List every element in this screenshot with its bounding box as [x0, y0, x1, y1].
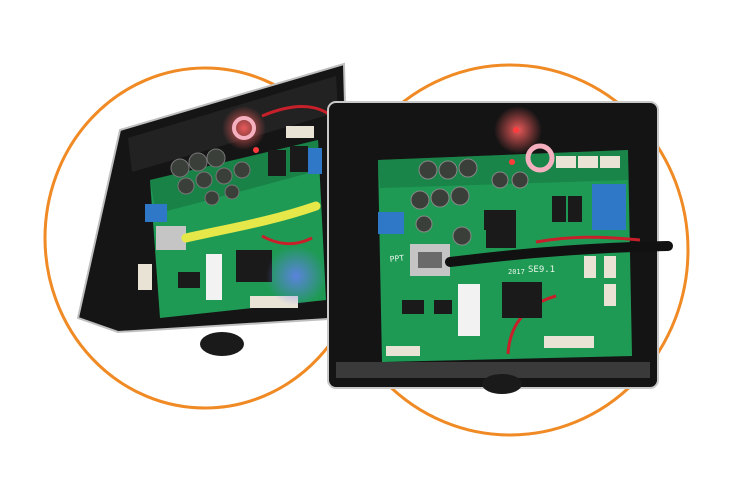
left-main-chip — [236, 250, 272, 282]
right-led-ring — [525, 143, 555, 173]
left-connector-side — [138, 264, 152, 290]
right-board-label: SE9.1 — [528, 265, 555, 275]
right-enclosure: PPT 2017 SE9.1 — [327, 101, 673, 394]
left-connector-top — [286, 126, 314, 138]
left-led-glow — [222, 106, 266, 150]
right-board-logo: PPT — [389, 254, 404, 264]
left-capacitor-group — [170, 148, 251, 206]
left-small-chip — [178, 272, 200, 288]
left-cable-gland — [200, 332, 244, 356]
left-red-led — [253, 147, 259, 153]
right-red-led-board — [509, 159, 515, 165]
right-connector-side-2 — [604, 256, 616, 278]
right-small-chip-2 — [434, 300, 452, 314]
right-relay-1 — [552, 196, 566, 222]
right-connector-side-3 — [604, 284, 616, 306]
right-connector-side-1 — [584, 256, 596, 278]
right-capacitor-group — [410, 158, 529, 246]
left-relay-1 — [268, 150, 286, 176]
right-connector-top-3 — [600, 156, 620, 168]
right-terminal-block-left — [378, 212, 404, 234]
left-relay-2 — [290, 146, 308, 172]
right-red-led-top — [513, 127, 519, 133]
right-red-wire-top — [535, 235, 641, 244]
left-ethernet-port — [156, 226, 186, 250]
right-ethernet-jack-hole — [418, 252, 442, 268]
right-connector-bottom-right — [544, 336, 594, 348]
right-connector-top-2 — [578, 156, 598, 168]
left-enclosure — [76, 62, 352, 356]
left-led-ring — [232, 116, 256, 140]
left-sticker — [206, 254, 222, 300]
right-terminal-block-right — [592, 184, 626, 230]
right-serial-sticker — [458, 284, 480, 336]
left-yellow-ethernet-cable — [181, 201, 321, 243]
left-red-wire-lower — [261, 234, 313, 246]
right-connector-bottom-left — [386, 346, 420, 356]
left-blue-led-glow — [266, 246, 326, 306]
right-relay-2 — [568, 196, 582, 222]
right-cable-gland — [482, 374, 522, 394]
right-small-chip-1 — [402, 300, 424, 314]
right-connector-top-1 — [556, 156, 576, 168]
left-terminal-block-side — [145, 204, 167, 222]
left-terminal-block-top — [308, 148, 322, 174]
right-board-date: 2017 — [508, 268, 525, 276]
right-regulator-1 — [484, 210, 516, 230]
right-main-chip — [502, 282, 542, 318]
right-black-cable — [445, 241, 673, 267]
right-regulator-2 — [486, 230, 516, 248]
right-lid-edge-bottom — [336, 362, 650, 378]
